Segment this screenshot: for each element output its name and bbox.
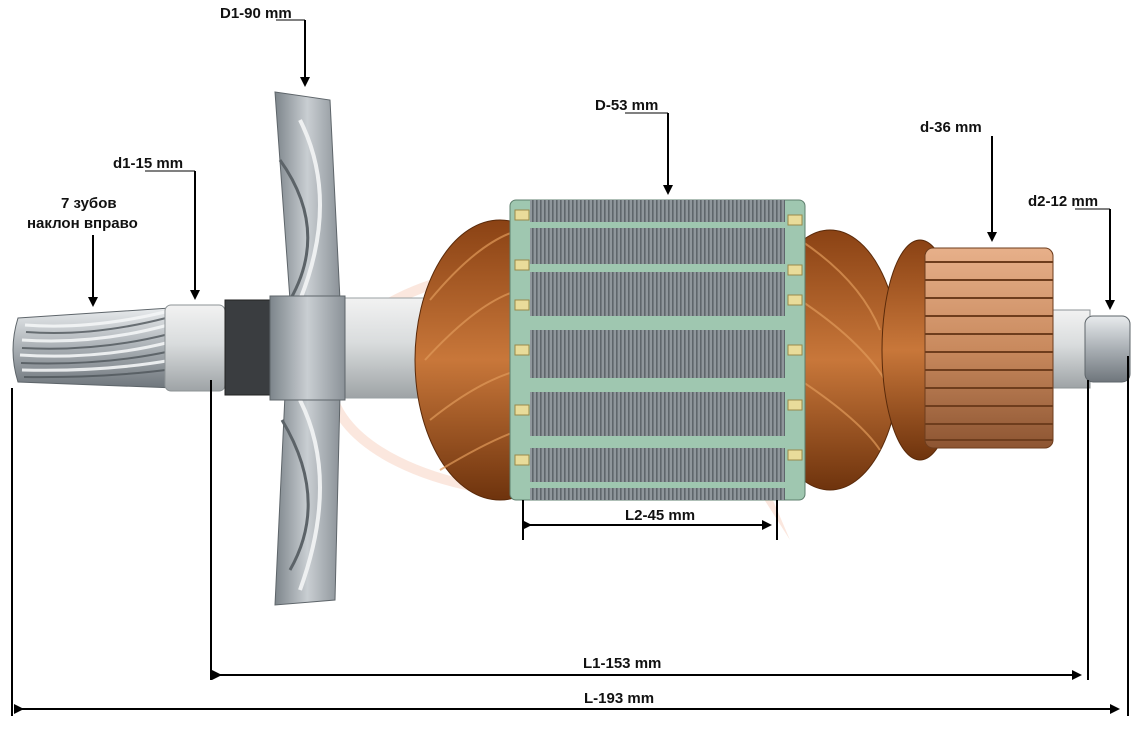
dim-shaft-diameter-left: d1-15 mm <box>113 155 200 300</box>
core-diameter-label: D-53 mm <box>595 97 658 114</box>
shaft-diameter-right-label: d2-12 mm <box>1028 193 1098 210</box>
core-length-label: L2-45 mm <box>625 507 695 524</box>
shaft-length-label: L1-153 mm <box>583 655 661 672</box>
dim-teeth-note: 7 зубов наклон вправо <box>27 195 138 307</box>
shaft-diameter-left-label: d1-15 mm <box>113 155 183 172</box>
dim-shaft-length: L1-153 mm <box>210 380 1089 680</box>
dim-fan-diameter: D1-90 mm <box>220 5 310 87</box>
fan-diameter-label: D1-90 mm <box>220 5 292 22</box>
teeth-count-label: 7 зубов <box>61 195 117 212</box>
dim-commutator-diameter: d-36 mm <box>920 119 997 242</box>
dim-shaft-diameter-right: d2-12 mm <box>1028 193 1115 310</box>
laminated-core <box>509 199 806 501</box>
dim-core-length: L2-45 mm <box>522 500 778 540</box>
dim-core-diameter: D-53 mm <box>595 97 673 195</box>
dim-total-length: L-193 mm <box>11 356 1129 716</box>
total-length-label: L-193 mm <box>584 690 654 707</box>
fan <box>269 91 346 606</box>
teeth-direction-label: наклон вправо <box>27 215 138 232</box>
commutator <box>881 239 1054 461</box>
commutator-diameter-label: d-36 mm <box>920 119 982 136</box>
helical-gear <box>12 307 176 389</box>
